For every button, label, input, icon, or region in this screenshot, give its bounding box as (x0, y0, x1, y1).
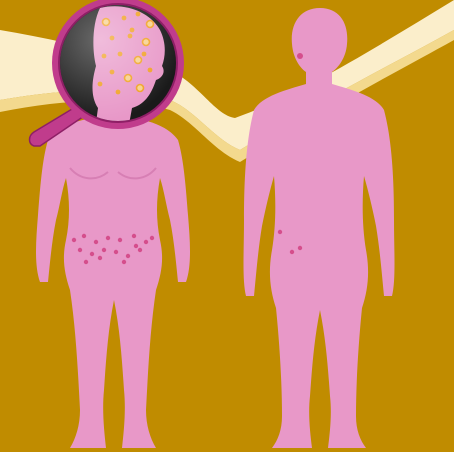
lesion-dot (298, 246, 302, 250)
lesion-dot (150, 236, 154, 240)
lesion-dot (144, 240, 148, 244)
lesion-dot (84, 260, 88, 264)
lesion-dot (94, 240, 98, 244)
lesion-dot (72, 238, 76, 242)
lesion-dot (118, 238, 122, 242)
lesion-dot (138, 248, 142, 252)
male-cheek-lesion (297, 53, 303, 59)
lesion-dot (114, 250, 118, 254)
lesion-dot (122, 260, 126, 264)
lesion-dot (102, 248, 106, 252)
lesion-dot (78, 248, 82, 252)
lesion-dot (290, 250, 294, 254)
lesion-dot (126, 254, 130, 258)
lesion-dot (82, 234, 86, 238)
lesion-dot (106, 236, 110, 240)
lesion-dot (132, 234, 136, 238)
lesion-dot (98, 256, 102, 260)
lesion-dot (278, 230, 282, 234)
lesion-dot (90, 252, 94, 256)
lesion-dot (134, 244, 138, 248)
lens-shine (60, 5, 176, 121)
